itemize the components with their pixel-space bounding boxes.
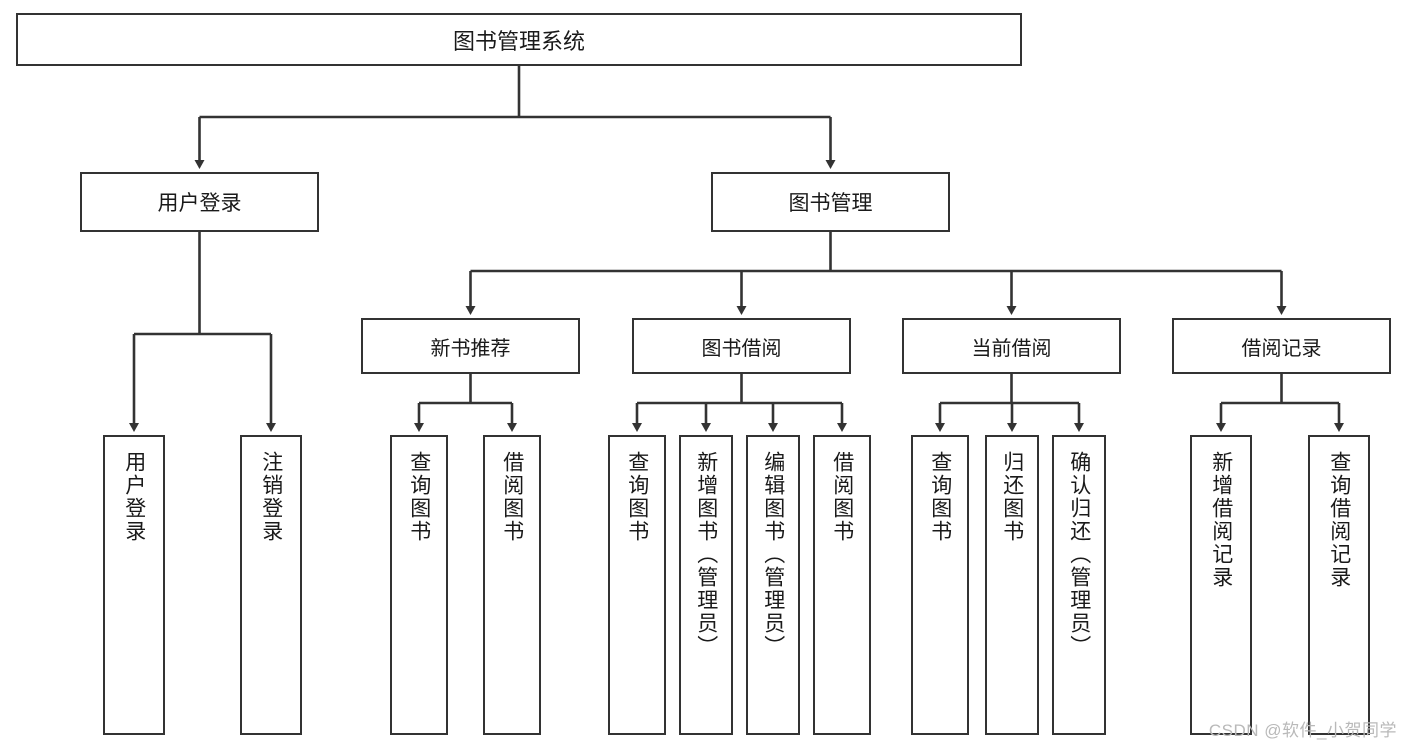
node-label: 查询图书 — [625, 451, 649, 543]
leaf-node[interactable]: 注销登录 — [240, 435, 302, 735]
node-label: 新增借阅记录 — [1209, 451, 1233, 589]
leaf-node[interactable]: 查询图书 — [390, 435, 448, 735]
node-label: 借阅记录 — [1241, 337, 1322, 360]
node-label: 查询图书 — [928, 451, 952, 543]
leaf-node[interactable]: 新增借阅记录 — [1190, 435, 1252, 735]
node-label: 借阅图书 — [830, 451, 854, 543]
level1-node[interactable]: 图书管理 — [711, 172, 950, 232]
node-label: 图书借阅 — [701, 337, 782, 360]
leaf-node[interactable]: 查询借阅记录 — [1308, 435, 1370, 735]
level2-node[interactable]: 当前借阅 — [902, 318, 1121, 374]
level2-node[interactable]: 借阅记录 — [1172, 318, 1391, 374]
node-label: 借阅图书 — [500, 451, 524, 543]
node-label: 注销登录 — [259, 451, 283, 543]
leaf-node[interactable]: 借阅图书 — [813, 435, 871, 735]
level2-node[interactable]: 图书借阅 — [632, 318, 851, 374]
node-label: 新书推荐 — [430, 337, 511, 360]
node-label: 图书管理 — [788, 192, 873, 215]
level2-node[interactable]: 新书推荐 — [361, 318, 580, 374]
node-label: 归还图书 — [1000, 451, 1024, 543]
level1-node[interactable]: 用户登录 — [80, 172, 319, 232]
leaf-node[interactable]: 确认归还（管理员） — [1052, 435, 1106, 735]
node-label: 用户登录 — [157, 192, 242, 215]
node-label: 用户登录 — [122, 451, 146, 543]
leaf-node[interactable]: 编辑图书（管理员） — [746, 435, 800, 735]
node-label: 编辑图书（管理员） — [761, 451, 785, 658]
node-label: 新增图书（管理员） — [694, 451, 718, 658]
leaf-node[interactable]: 用户登录 — [103, 435, 165, 735]
leaf-node[interactable]: 查询图书 — [911, 435, 969, 735]
root-node-book-management-system[interactable]: 图书管理系统 — [16, 13, 1022, 66]
node-label: 查询借阅记录 — [1327, 451, 1351, 589]
node-label: 当前借阅 — [971, 337, 1052, 360]
node-label: 确认归还（管理员） — [1067, 451, 1091, 658]
leaf-node[interactable]: 借阅图书 — [483, 435, 541, 735]
leaf-node[interactable]: 新增图书（管理员） — [679, 435, 733, 735]
node-label: 查询图书 — [407, 451, 431, 543]
leaf-node[interactable]: 归还图书 — [985, 435, 1039, 735]
watermark: CSDN @软件_小贺同学 — [1208, 721, 1397, 740]
leaf-node[interactable]: 查询图书 — [608, 435, 666, 735]
node-label: 图书管理系统 — [452, 28, 585, 54]
